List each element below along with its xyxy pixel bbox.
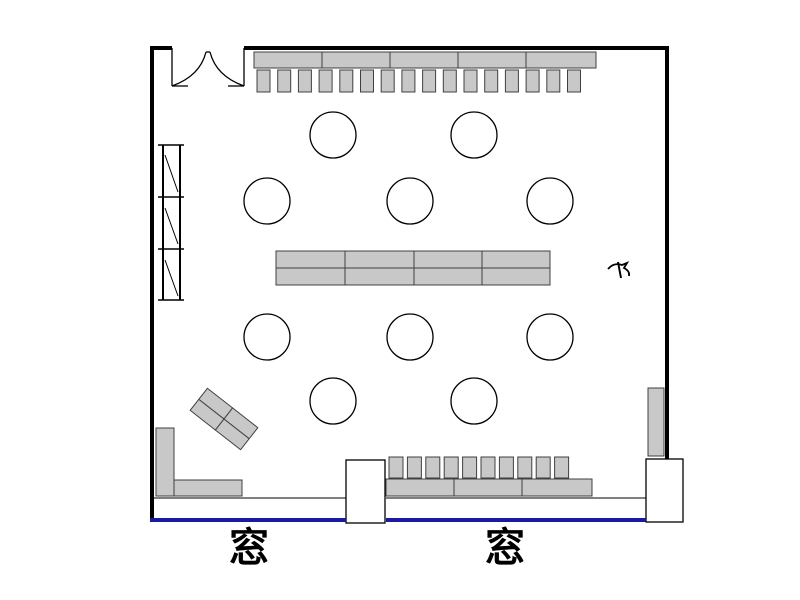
round-table xyxy=(450,111,498,159)
window-label-right: 窓 xyxy=(485,524,525,571)
round-table xyxy=(243,177,291,225)
chair xyxy=(256,69,271,93)
chair xyxy=(554,456,570,479)
chair xyxy=(546,69,561,93)
chair xyxy=(504,69,519,93)
top-counter xyxy=(253,51,597,69)
chair xyxy=(360,69,374,93)
pillar-right xyxy=(645,458,684,523)
chair xyxy=(401,69,416,93)
room-walls xyxy=(150,46,669,520)
round-table xyxy=(309,377,357,425)
chair xyxy=(442,69,457,93)
chair xyxy=(567,69,581,93)
chair xyxy=(339,69,354,93)
window-label-left: 窓 xyxy=(229,524,269,571)
chair xyxy=(297,69,312,93)
entrance-door xyxy=(171,48,245,87)
chair xyxy=(535,456,551,479)
pillars xyxy=(345,458,684,524)
round-table xyxy=(450,377,498,425)
chair xyxy=(318,69,333,93)
right-cabinet xyxy=(647,387,665,457)
chair xyxy=(443,456,459,479)
round-table xyxy=(526,313,574,361)
chair xyxy=(463,69,478,93)
bottom-counter xyxy=(385,478,593,497)
bottom-chair-row xyxy=(388,456,570,479)
wall-rack xyxy=(158,144,184,301)
chair xyxy=(422,69,437,93)
round-table xyxy=(386,313,434,361)
chair xyxy=(484,69,499,93)
chair xyxy=(406,456,422,479)
pillar-center xyxy=(345,459,386,524)
chair xyxy=(380,69,395,93)
plant-icon xyxy=(607,261,631,279)
chair xyxy=(388,456,404,479)
round-table xyxy=(243,313,291,361)
chair xyxy=(517,456,533,479)
round-table xyxy=(309,111,357,159)
round-table xyxy=(526,177,574,225)
chair xyxy=(462,456,478,479)
chair xyxy=(425,456,441,479)
center-table xyxy=(275,250,551,286)
corner-counter xyxy=(155,427,243,497)
top-chair-row xyxy=(256,69,581,93)
round-table xyxy=(386,177,434,225)
round-tables xyxy=(243,111,574,425)
angled-sofa xyxy=(189,387,259,451)
chair xyxy=(277,69,292,93)
chair xyxy=(525,69,540,93)
chair xyxy=(498,456,514,479)
chair xyxy=(480,456,496,479)
